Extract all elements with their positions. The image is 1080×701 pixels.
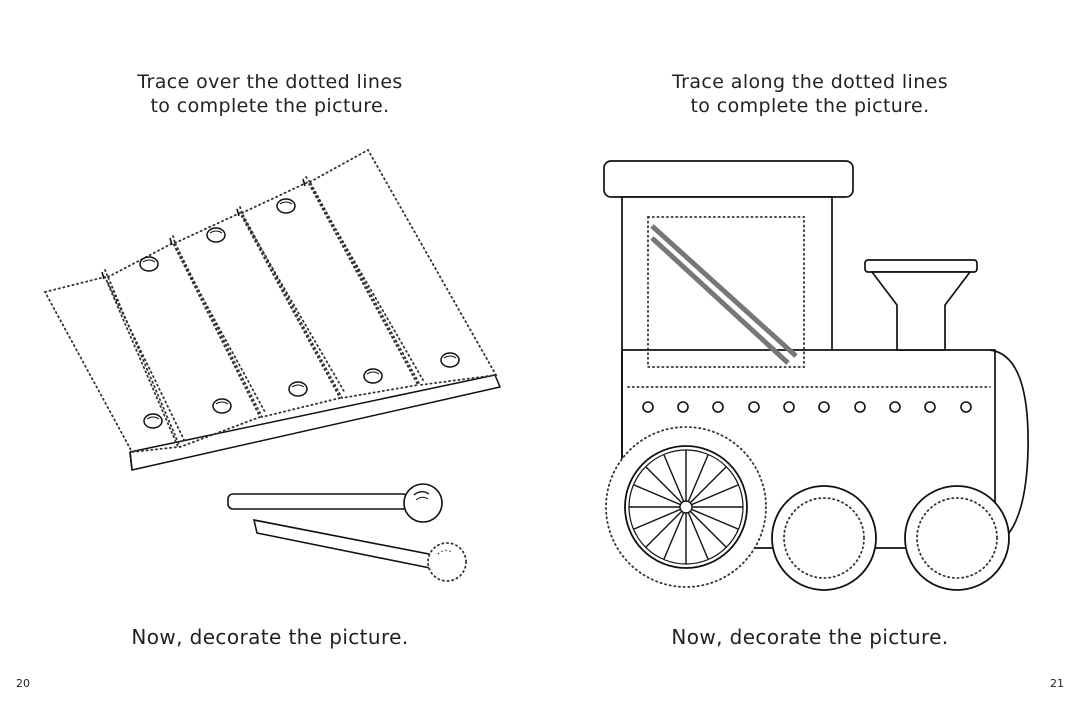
window-stripe-2 xyxy=(650,236,790,365)
left-page: Trace over the dotted lines to complete … xyxy=(0,70,540,690)
cab-roof xyxy=(603,160,854,198)
train-engine-icon xyxy=(603,160,1029,591)
page-number-right: 21 xyxy=(1050,677,1064,690)
mallet-solid xyxy=(227,483,443,523)
left-footer-text: Now, decorate the picture. xyxy=(131,625,409,649)
wheel-front xyxy=(904,485,1010,591)
window-stripe-1 xyxy=(650,224,798,358)
xylophone-base xyxy=(129,374,501,471)
xylophone-bar-1 xyxy=(43,275,180,453)
xylophone-icon xyxy=(43,148,501,582)
mallet-dotted xyxy=(252,518,467,582)
wheel-middle xyxy=(771,485,877,591)
right-instruction-line-2: to complete the picture. xyxy=(690,95,930,117)
chimney-cap xyxy=(864,259,978,273)
right-footer-text: Now, decorate the picture. xyxy=(671,625,949,649)
page-number-left: 20 xyxy=(16,677,30,690)
right-instruction-line-1: Trace along the dotted lines xyxy=(671,71,949,93)
big-wheel xyxy=(605,426,767,588)
xylophone-bar-5 xyxy=(308,148,498,386)
right-instruction: Trace along the dotted lines to complete… xyxy=(540,70,1080,118)
xylophone-bar-4 xyxy=(240,180,420,399)
left-instruction-line-2: to complete the picture. xyxy=(150,95,390,117)
chimney xyxy=(871,271,971,351)
rivets xyxy=(642,401,972,413)
right-page: Trace along the dotted lines to complete… xyxy=(540,0,1080,701)
cab-window xyxy=(647,216,805,368)
xylophone-bar-2 xyxy=(106,241,262,449)
left-instruction-line-1: Trace over the dotted lines xyxy=(137,71,403,93)
xylophone-bar-3 xyxy=(173,211,342,419)
left-instruction: Trace over the dotted lines to complete … xyxy=(0,70,540,118)
